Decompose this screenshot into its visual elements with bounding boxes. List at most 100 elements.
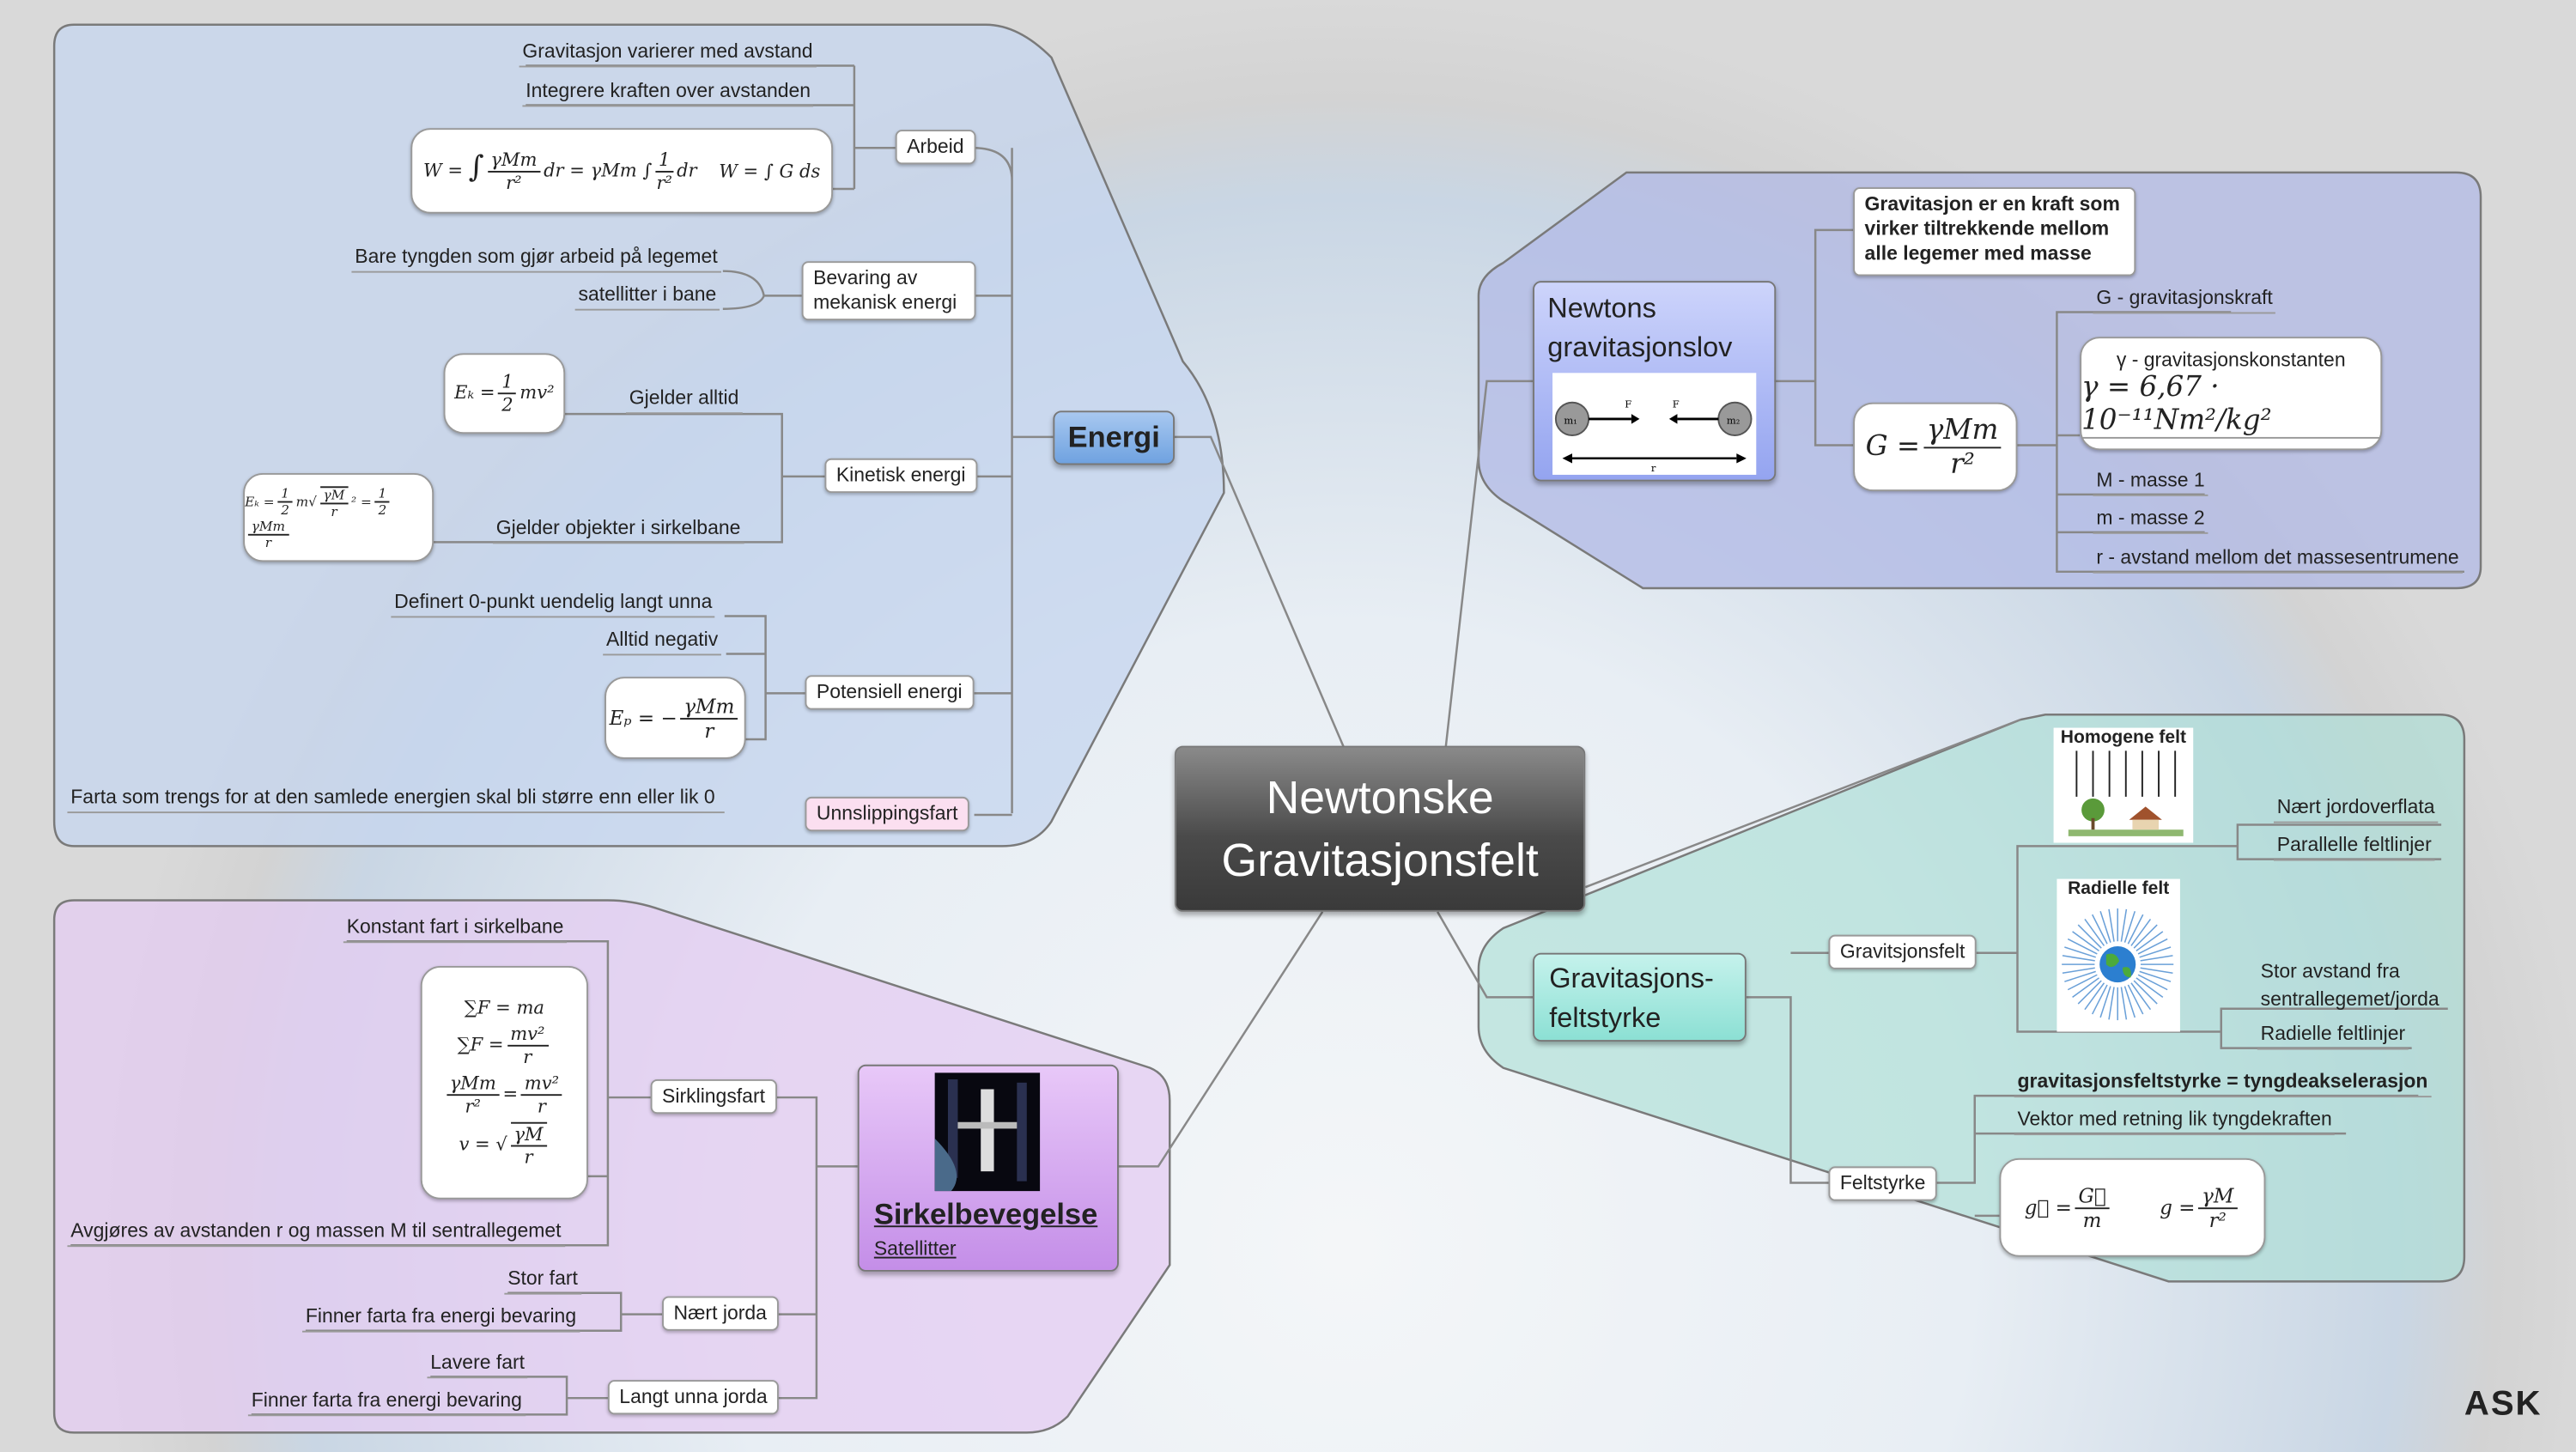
formula-part: mv² xyxy=(507,1024,549,1047)
field-ray xyxy=(2072,931,2099,951)
potensiell-node[interactable]: Potensiell energi xyxy=(805,675,975,710)
formula-part: Eₚ = − xyxy=(609,705,677,729)
central-topic[interactable]: Newtonske Gravitasjonsfelt xyxy=(1174,745,1586,912)
formula-part: r² xyxy=(506,171,522,193)
note: Integrere kraften over avstanden xyxy=(522,79,814,107)
formula-part: 1 xyxy=(498,371,517,395)
formula-part: ∫ xyxy=(468,149,484,185)
term-note: G - gravitasjonskraft xyxy=(2093,286,2276,314)
naert-jorda-node[interactable]: Nært jorda xyxy=(662,1296,779,1331)
formula-part: 1 xyxy=(277,486,293,503)
sirklingsfart-node[interactable]: Sirklingsfart xyxy=(650,1079,777,1115)
note: Finner farta fra energi bevaring xyxy=(247,1388,526,1417)
formula-part: r xyxy=(331,503,337,519)
formula-part: r² xyxy=(465,1096,481,1118)
field-ray xyxy=(2064,970,2096,982)
formula-part: ∑F = ma xyxy=(464,997,544,1019)
formula-part: mv² xyxy=(520,1072,562,1097)
formula-part: γMm xyxy=(247,519,289,535)
note: Gjelder alltid xyxy=(625,386,743,415)
image-title: Homogene felt xyxy=(2060,727,2186,748)
note: Stor fart xyxy=(504,1267,581,1295)
radial-field-image: Radielle felt xyxy=(2057,878,2180,1032)
energi-node[interactable]: Energi xyxy=(1053,410,1175,465)
formula-part: r² xyxy=(656,171,672,193)
formula-part: = xyxy=(502,1083,519,1105)
note: Gjelder objekter i sirkelbane xyxy=(492,516,744,544)
field-ray xyxy=(2077,924,2102,949)
gravitasjonsfelt-node[interactable]: Gravitsjonsfelt xyxy=(1828,934,1977,969)
note: Parallelle feltlinjer xyxy=(2273,833,2435,861)
formula-part: γM xyxy=(319,487,349,504)
sirkel-region xyxy=(52,899,1171,1434)
formula-part: m xyxy=(295,493,309,509)
field-ray xyxy=(2064,946,2096,958)
formula-part: g⃗ = xyxy=(2024,1194,2072,1218)
label: Bevaring av xyxy=(813,265,918,289)
field-ray xyxy=(2067,974,2098,991)
feltstyrke-node[interactable]: Gravitasjons- feltstyrke xyxy=(1533,952,1747,1042)
formula-part: r² xyxy=(2208,1208,2227,1231)
title: feltstyrke xyxy=(1549,1002,1662,1034)
note: Alltid negativ xyxy=(603,628,722,656)
formula-part: r xyxy=(264,534,272,550)
note: Definert 0-punkt uendelig langt unna xyxy=(391,590,716,618)
homogeneous-field-image: Homogene felt xyxy=(2053,727,2194,843)
feltstyrke-sub-node[interactable]: Feltstyrke xyxy=(1828,1166,1937,1201)
arbeid-node[interactable]: Arbeid xyxy=(895,130,975,165)
m2-label: m₂ xyxy=(1727,415,1740,427)
term-note: m - masse 2 xyxy=(2093,506,2208,534)
formula-part: 2 xyxy=(281,502,289,518)
label: mekanisk energi xyxy=(813,290,957,314)
constant-box: γ - gravitasjonskonstanten γ = 6,67 · 10… xyxy=(2080,337,2383,451)
unnslippingsfart-node[interactable]: Unnslippingsfart xyxy=(805,796,969,832)
formula-part: 2 xyxy=(378,502,387,518)
newton-region xyxy=(1477,171,2482,590)
central-title-line1: Newtonske xyxy=(1266,772,1494,823)
definition-node[interactable]: Gravitasjon er en kraft som virker tiltr… xyxy=(1853,187,2136,276)
note: Nært jordoverflata xyxy=(2273,795,2439,823)
connectors xyxy=(70,64,2464,1416)
field-ray xyxy=(2140,955,2173,962)
formula-part: r² xyxy=(1950,447,1975,481)
formula-part: 2 xyxy=(501,394,513,416)
kinetisk-node[interactable]: Kinetisk energi xyxy=(824,458,977,493)
newton-node[interactable]: Newtons gravitasjonslov m₁ m₂ F F r xyxy=(1533,281,1777,482)
field-ray xyxy=(2123,986,2136,1018)
sirkel-node[interactable]: Sirkelbevegelse Satellitter xyxy=(857,1064,1119,1272)
two-masses-diagram: m₁ m₂ F F r xyxy=(1552,373,1757,475)
formula-part: mv² xyxy=(519,381,555,404)
formula-part: Eₖ = xyxy=(245,493,275,509)
satellitter-link[interactable]: Satellitter xyxy=(873,1236,957,1261)
note: Finner farta fra energi bevaring xyxy=(302,1304,580,1333)
field-ray xyxy=(2127,984,2144,1015)
formula-part: γMm xyxy=(1923,413,2002,448)
m1-label: m₁ xyxy=(1564,415,1577,427)
formula-part: dr xyxy=(677,159,697,181)
field-ray xyxy=(2099,910,2111,943)
image-title: Radielle felt xyxy=(2068,878,2170,899)
formula-part: 1 xyxy=(655,149,674,172)
field-ray xyxy=(2127,914,2144,945)
formula-part: dr = γMm ∫ xyxy=(544,159,653,181)
field-ray xyxy=(2136,931,2164,951)
note: Gravitasjon varierer med avstand xyxy=(519,39,817,68)
term-note: M - masse 1 xyxy=(2093,468,2208,496)
field-ray xyxy=(2130,982,2152,1011)
title: Newtons xyxy=(1547,292,1656,324)
field-ray xyxy=(2137,974,2168,991)
note: Farta som trengs for at den samlede ener… xyxy=(67,786,725,814)
field-ray xyxy=(2062,955,2095,962)
field-ray xyxy=(2067,938,2098,955)
formula-part: r xyxy=(537,1096,546,1118)
field-ray xyxy=(2140,967,2173,975)
langt-unna-node[interactable]: Langt unna jorda xyxy=(607,1380,780,1415)
field-ray xyxy=(2133,924,2158,949)
force-label: F xyxy=(1673,398,1680,410)
title: Sirkelbevegelse xyxy=(873,1197,1098,1231)
